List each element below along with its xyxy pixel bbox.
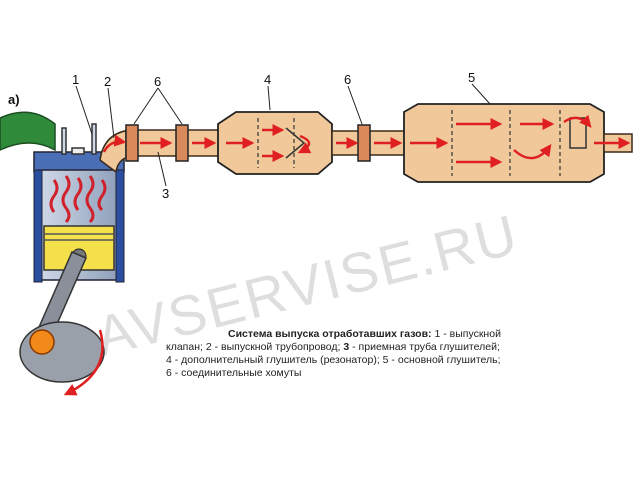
clamp-3 — [357, 124, 371, 162]
callout-4: 4 — [264, 72, 271, 87]
intake-port — [0, 111, 56, 152]
caption-line-2: клапан; 2 - выпускной трубопровод; 3 - п… — [166, 341, 596, 354]
gas-flow-arrows — [102, 114, 631, 168]
caption-line-1: Система выпуска отработавших газов: 1 - … — [166, 328, 596, 341]
caption-line-1-rest: 1 - выпускной — [431, 328, 501, 340]
caption-line-4: 6 - соединительные хомуты — [166, 367, 302, 379]
figure-caption: Система выпуска отработавших газов: 1 - … — [166, 328, 596, 380]
clamp-2 — [175, 124, 189, 162]
caption-line-2b: 3 — [343, 341, 350, 353]
figure-label: а) — [8, 92, 20, 107]
callout-2: 2 — [104, 74, 111, 89]
clamp-1 — [125, 124, 139, 162]
crankshaft — [19, 321, 105, 396]
callout-1: 1 — [72, 72, 79, 87]
valve-stems — [61, 123, 97, 155]
caption-line-3: 4 - дополнительный глушитель (резонатор)… — [166, 354, 501, 366]
callout-3: 3 — [162, 186, 169, 201]
callout-5: 5 — [468, 70, 475, 85]
caption-title: Система выпуска отработавших газов: — [228, 328, 432, 340]
caption-line-2c: - приемная труба глушителей; — [349, 341, 500, 353]
callout-6-clamps: 6 — [154, 74, 161, 89]
caption-line-2a: клапан; 2 - выпускной трубопровод; — [166, 341, 344, 353]
callout-leaders — [75, 83, 491, 187]
callout-6: 6 — [344, 72, 351, 87]
